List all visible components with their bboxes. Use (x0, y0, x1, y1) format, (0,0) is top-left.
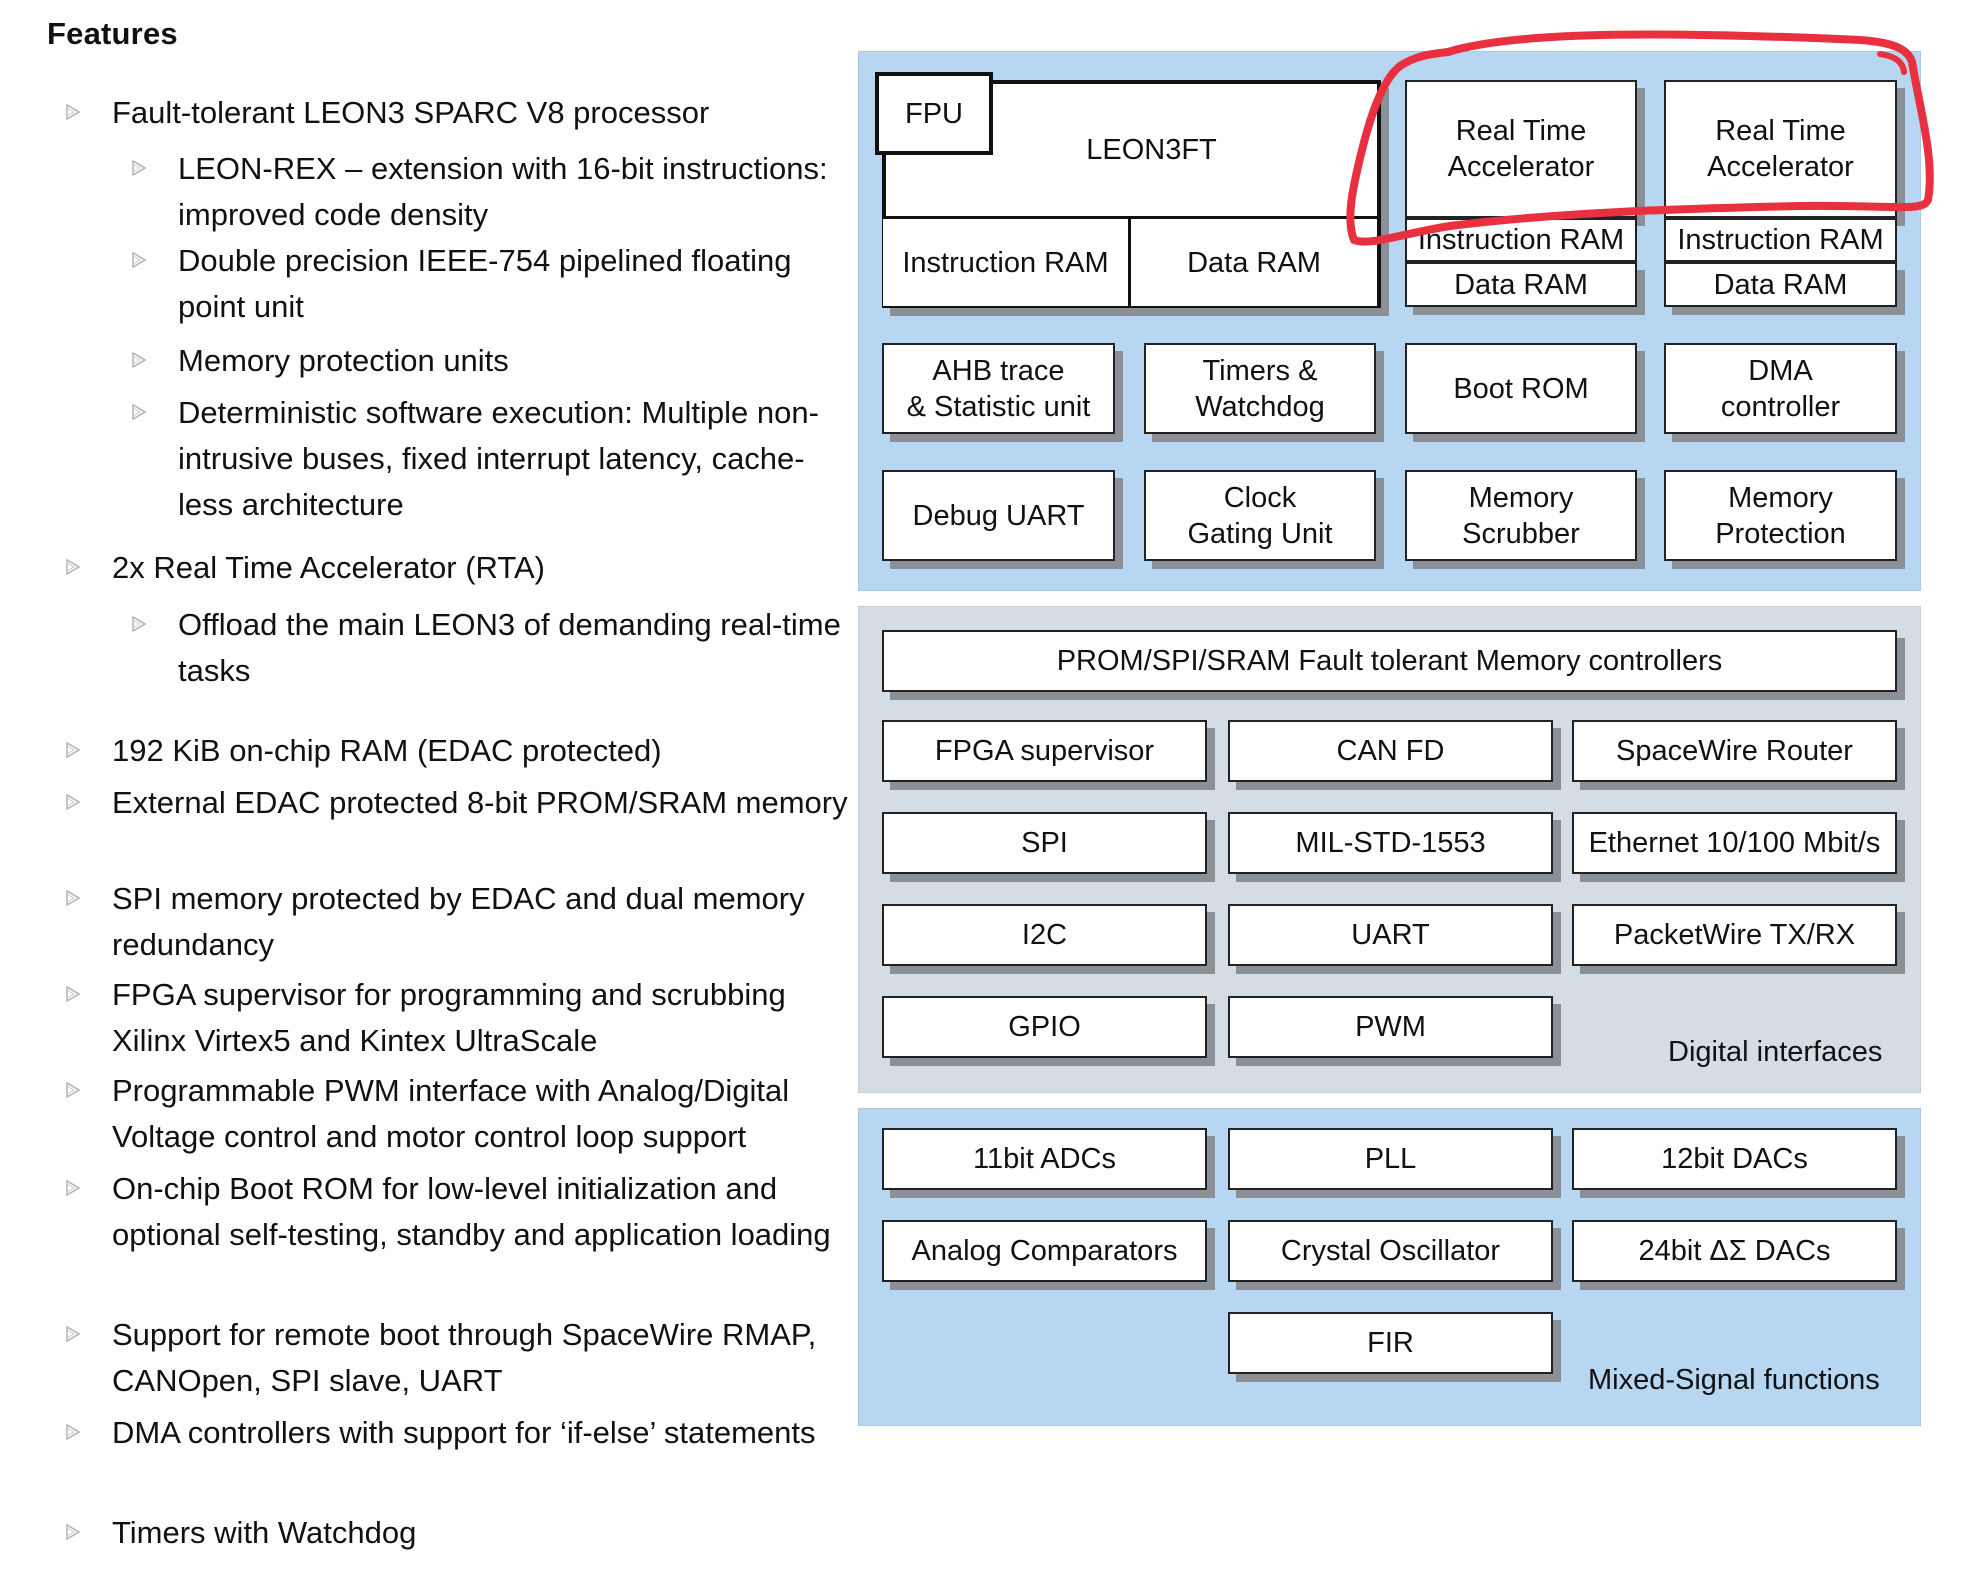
bullet-arrow-icon (132, 390, 152, 420)
bullet-arrow-icon (66, 1312, 86, 1342)
bullet-arrow-icon (66, 972, 86, 1002)
leon3-instruction-ram: Instruction RAM (883, 216, 1131, 306)
feature-item: Timers with Watchdog (66, 1510, 852, 1556)
bullet-arrow-icon (132, 238, 152, 268)
feature-text: Memory protection units (178, 343, 509, 378)
digital-interfaces-label: Digital interfaces (1668, 1036, 1883, 1068)
debug-uart-block: Debug UART (882, 470, 1115, 561)
feature-item: External EDAC protected 8-bit PROM/SRAM … (66, 780, 852, 826)
feature-item: On-chip Boot ROM for low-level initializ… (66, 1166, 852, 1258)
dac-12bit-block: 12bit DACs (1572, 1128, 1897, 1190)
fir-block: FIR (1228, 1312, 1553, 1374)
bullet-arrow-icon (132, 146, 152, 176)
feature-text: LEON-REX – extension with 16-bit instruc… (178, 151, 828, 232)
feature-text: Programmable PWM interface with Analog/D… (112, 1073, 790, 1154)
fpga-supervisor-block: FPGA supervisor (882, 720, 1207, 782)
bullet-arrow-icon (66, 728, 86, 758)
bullet-arrow-icon (66, 90, 86, 120)
feature-text: Deterministic software execution: Multip… (178, 395, 819, 522)
i2c-block: I2C (882, 904, 1207, 966)
feature-text: Timers with Watchdog (112, 1515, 417, 1550)
timers-watchdog-block: Timers & Watchdog (1144, 343, 1376, 434)
bullet-arrow-icon (66, 1410, 86, 1440)
rta1-data-ram: Data RAM (1405, 262, 1637, 307)
feature-text: Support for remote boot through SpaceWir… (112, 1317, 817, 1398)
bullet-arrow-icon (66, 780, 86, 810)
can-fd-block: CAN FD (1228, 720, 1553, 782)
feature-item: SPI memory protected by EDAC and dual me… (66, 876, 852, 968)
analog-comparators-block: Analog Comparators (882, 1220, 1207, 1282)
pll-block: PLL (1228, 1128, 1553, 1190)
bullet-arrow-icon (66, 1510, 86, 1540)
feature-item: 192 KiB on-chip RAM (EDAC protected) (66, 728, 852, 774)
mil-std-1553-block: MIL-STD-1553 (1228, 812, 1553, 874)
feature-text: Double precision IEEE-754 pipelined floa… (178, 243, 792, 324)
mixed-signal-label: Mixed-Signal functions (1588, 1364, 1880, 1396)
rta1-title: Real Time Accelerator (1405, 80, 1637, 218)
adc-block: 11bit ADCs (882, 1128, 1207, 1190)
bullet-arrow-icon (66, 1068, 86, 1098)
feature-item: 2x Real Time Accelerator (RTA) (66, 545, 852, 591)
feature-subitem: Memory protection units (132, 338, 858, 384)
feature-item: DMA controllers with support for ‘if-els… (66, 1410, 852, 1456)
rta2-title: Real Time Accelerator (1664, 80, 1897, 218)
crystal-oscillator-block: Crystal Oscillator (1228, 1220, 1553, 1282)
rta2-data-ram: Data RAM (1664, 262, 1897, 307)
feature-subitem: LEON-REX – extension with 16-bit instruc… (132, 146, 858, 238)
ethernet-block: Ethernet 10/100 Mbit/s (1572, 812, 1897, 874)
uart-block: UART (1228, 904, 1553, 966)
leon3ft-core: LEON3FT (1086, 134, 1217, 166)
feature-text: On-chip Boot ROM for low-level initializ… (112, 1171, 831, 1252)
spacewire-router-block: SpaceWire Router (1572, 720, 1897, 782)
clock-gating-block: Clock Gating Unit (1144, 470, 1376, 561)
memory-protection-block: Memory Protection (1664, 470, 1897, 561)
dma-controller-block: DMA controller (1664, 343, 1897, 434)
feature-item: Programmable PWM interface with Analog/D… (66, 1068, 852, 1160)
packetwire-block: PacketWire TX/RX (1572, 904, 1897, 966)
feature-text: 192 KiB on-chip RAM (EDAC protected) (112, 733, 662, 768)
feature-text: Fault-tolerant LEON3 SPARC V8 processor (112, 95, 710, 130)
leon3-data-ram: Data RAM (1131, 216, 1377, 306)
gpio-block: GPIO (882, 996, 1207, 1058)
bullet-arrow-icon (66, 1166, 86, 1196)
memory-controllers-block: PROM/SPI/SRAM Fault tolerant Memory cont… (882, 630, 1897, 692)
feature-item: Fault-tolerant LEON3 SPARC V8 processor (66, 90, 852, 136)
feature-subitem: Deterministic software execution: Multip… (132, 390, 858, 528)
feature-subitem: Offload the main LEON3 of demanding real… (132, 602, 858, 694)
feature-subitem: Double precision IEEE-754 pipelined floa… (132, 238, 858, 330)
feature-text: 2x Real Time Accelerator (RTA) (112, 550, 545, 585)
feature-item: Support for remote boot through SpaceWir… (66, 1312, 852, 1404)
feature-text: FPGA supervisor for programming and scru… (112, 977, 786, 1058)
feature-text: SPI memory protected by EDAC and dual me… (112, 881, 805, 962)
rta1-instruction-ram: Instruction RAM (1405, 218, 1637, 262)
ahb-trace-block: AHB trace & Statistic unit (882, 343, 1115, 434)
bullet-arrow-icon (66, 876, 86, 906)
memory-scrubber-block: Memory Scrubber (1405, 470, 1637, 561)
bullet-arrow-icon (66, 545, 86, 575)
features-title: Features (47, 16, 178, 51)
bullet-arrow-icon (132, 338, 152, 368)
fpu-block: FPU (875, 72, 993, 155)
bullet-arrow-icon (132, 602, 152, 632)
feature-text: External EDAC protected 8-bit PROM/SRAM … (112, 785, 848, 820)
rta2-instruction-ram: Instruction RAM (1664, 218, 1897, 262)
dac-24bit-block: 24bit ΔΣ DACs (1572, 1220, 1897, 1282)
spi-block: SPI (882, 812, 1207, 874)
feature-text: Offload the main LEON3 of demanding real… (178, 607, 841, 688)
feature-item: FPGA supervisor for programming and scru… (66, 972, 852, 1064)
pwm-block: PWM (1228, 996, 1553, 1058)
feature-text: DMA controllers with support for ‘if-els… (112, 1415, 816, 1450)
boot-rom-block: Boot ROM (1405, 343, 1637, 434)
